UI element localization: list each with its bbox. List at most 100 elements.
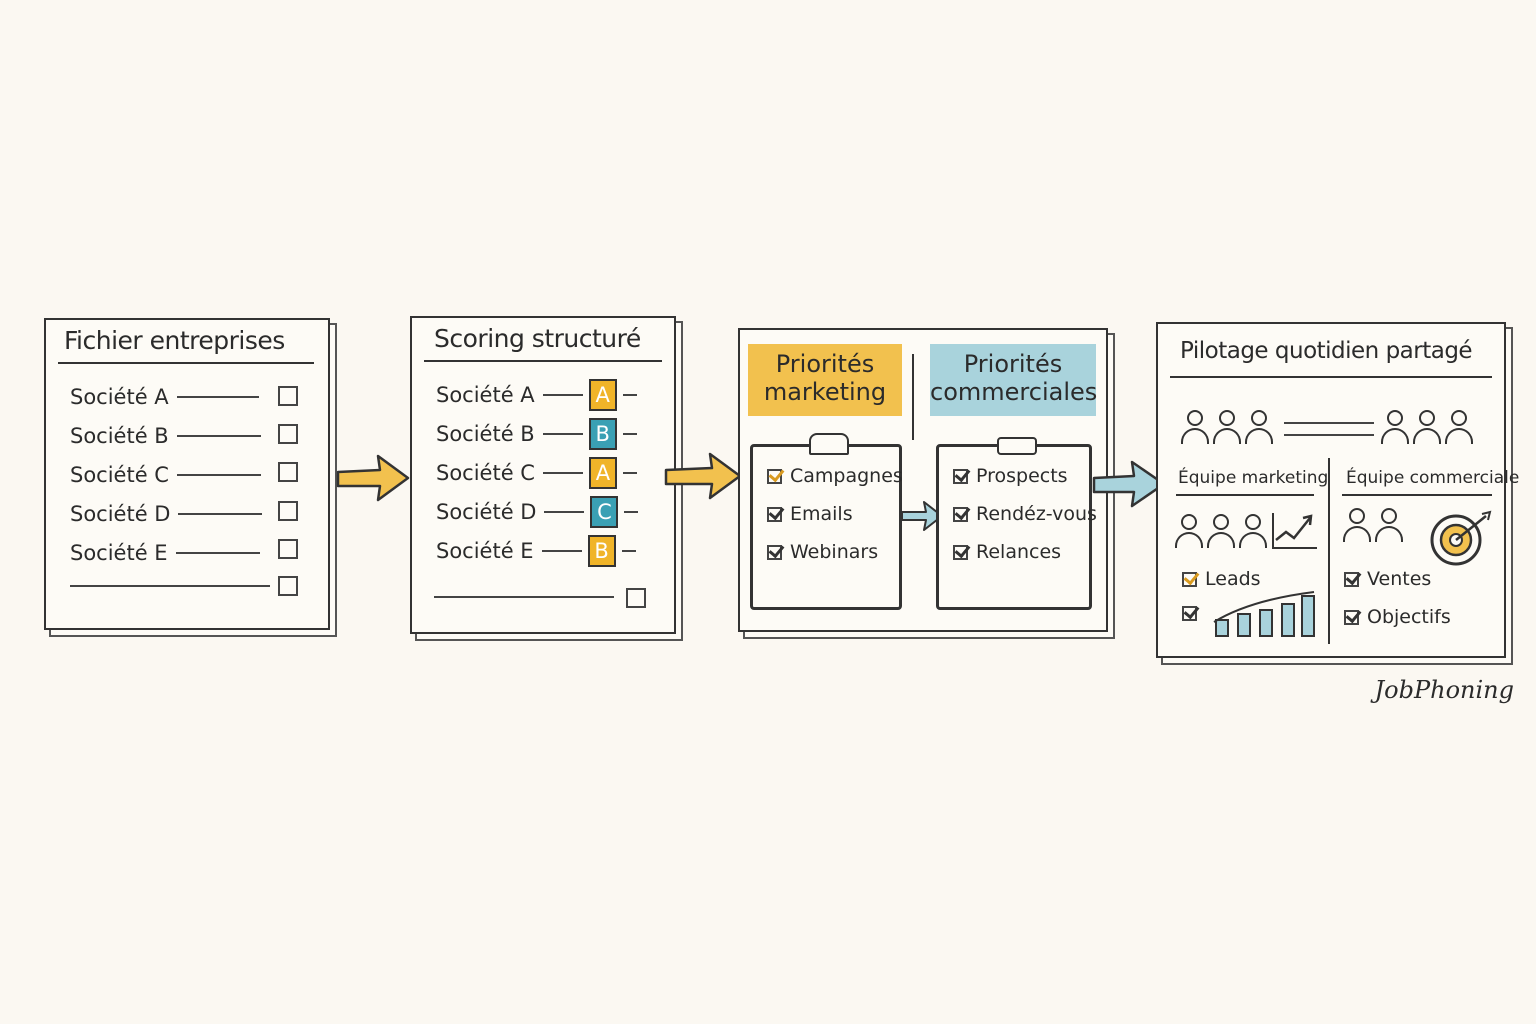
list-item: Société C xyxy=(70,460,261,490)
arrow-icon xyxy=(901,501,943,531)
header-line: Priorités xyxy=(963,350,1063,378)
grade-badge: B xyxy=(588,418,617,450)
company-label: Société D xyxy=(436,500,537,524)
dash-line xyxy=(1284,434,1374,436)
item-label: Prospects xyxy=(976,465,1068,487)
team-label-commercial: Équipe commerciale xyxy=(1346,468,1520,488)
panel-priorites: Priorités marketing Priorités commercial… xyxy=(738,328,1108,632)
people-group-icon xyxy=(1380,410,1474,446)
checkbox[interactable] xyxy=(626,588,646,608)
dash-line xyxy=(1284,422,1374,424)
arrow-icon xyxy=(336,454,410,502)
divider xyxy=(912,354,914,440)
checkmark-icon xyxy=(953,544,968,560)
grade-badge: A xyxy=(588,379,617,411)
checkbox[interactable] xyxy=(278,424,298,444)
list-item: Société D xyxy=(70,499,263,529)
clipboard-commercial: Prospects Rendéz-vous Relances xyxy=(936,437,1097,610)
checkmark-icon xyxy=(953,506,968,522)
grade-badge: A xyxy=(588,457,617,489)
panel-title: Pilotage quotidien partagé xyxy=(1180,338,1473,364)
header-line: marketing xyxy=(763,378,887,406)
company-label: Société A xyxy=(436,383,535,407)
dash-line xyxy=(70,585,270,587)
dash-line xyxy=(541,550,582,552)
priorites-marketing-header: Priorités marketing xyxy=(748,344,902,416)
checkmark-icon xyxy=(1182,571,1197,587)
person-icon xyxy=(1206,514,1236,550)
divider xyxy=(1342,494,1492,496)
dash-line xyxy=(622,433,637,435)
item-label: Relances xyxy=(976,541,1062,563)
dash-line xyxy=(544,511,585,513)
checkbox[interactable] xyxy=(278,501,298,521)
checkbox[interactable] xyxy=(278,462,298,482)
person-icon xyxy=(1238,514,1268,550)
dash-line xyxy=(542,433,583,435)
list-item: Société E xyxy=(70,538,260,568)
panel-title: Fichier entreprises xyxy=(64,326,285,355)
checklist-item: Ventes xyxy=(1344,568,1431,590)
checklist-item: Objectifs xyxy=(1344,606,1451,628)
company-label: Société B xyxy=(70,424,169,448)
priorites-commerciales-header: Priorités commerciales xyxy=(930,344,1098,416)
dash-line xyxy=(622,472,637,474)
header-line: commerciales xyxy=(930,378,1098,406)
person-icon xyxy=(1374,508,1404,544)
clipboard-item: Rendéz-vous xyxy=(953,503,1097,525)
checkmark-icon xyxy=(1344,609,1359,625)
arrow-icon xyxy=(664,452,742,500)
checklist-item xyxy=(1182,606,1205,621)
checkbox[interactable] xyxy=(278,576,298,596)
grade-badge: B xyxy=(587,535,616,567)
clipboard-marketing: Campagnes Emails Webinars xyxy=(750,433,903,610)
item-label: Rendéz-vous xyxy=(976,503,1097,525)
dash-line xyxy=(434,596,614,598)
clipboard-item: Emails xyxy=(767,503,853,525)
checkmark-icon xyxy=(767,544,782,560)
divider xyxy=(1176,494,1314,496)
dash-line xyxy=(176,435,261,437)
company-label: Société D xyxy=(70,502,171,526)
item-label: Ventes xyxy=(1367,568,1432,590)
checkbox[interactable] xyxy=(278,539,298,559)
checkmark-icon xyxy=(767,468,782,484)
dash-line xyxy=(178,513,263,515)
title-divider xyxy=(1170,376,1492,378)
bar-chart-icon xyxy=(1213,591,1315,637)
person-icon xyxy=(1212,410,1242,446)
checklist-item: Leads xyxy=(1182,568,1261,590)
dash-line xyxy=(622,394,637,396)
clipboard-item: Relances xyxy=(953,541,1061,563)
checkmark-icon xyxy=(1182,606,1197,621)
person-icon xyxy=(1244,410,1274,446)
person-icon xyxy=(1174,514,1204,550)
company-label: Société C xyxy=(436,461,535,485)
clipboard-item: Webinars xyxy=(767,541,878,563)
person-icon xyxy=(1342,508,1372,544)
person-icon xyxy=(1444,410,1474,446)
dash-line xyxy=(176,474,261,476)
person-icon xyxy=(1380,410,1410,446)
divider xyxy=(1328,458,1330,644)
people-group-icon xyxy=(1174,514,1268,550)
panel-title: Scoring structuré xyxy=(434,324,641,353)
dash-line xyxy=(621,550,636,552)
header-line: Priorités xyxy=(775,350,875,378)
person-icon xyxy=(1412,410,1442,446)
people-group-icon xyxy=(1342,508,1404,544)
item-label: Campagnes xyxy=(790,465,903,487)
signature-logo: JobPhoning xyxy=(1374,676,1514,704)
clipboard-item: Campagnes xyxy=(767,465,903,487)
item-label: Webinars xyxy=(790,541,879,563)
dash-line xyxy=(175,552,260,554)
clipboard-item: Prospects xyxy=(953,465,1068,487)
list-item: Société A A xyxy=(436,379,637,411)
item-label: Objectifs xyxy=(1367,606,1451,628)
checkbox[interactable] xyxy=(278,386,298,406)
title-divider xyxy=(424,360,662,362)
checkmark-icon xyxy=(1344,571,1359,587)
